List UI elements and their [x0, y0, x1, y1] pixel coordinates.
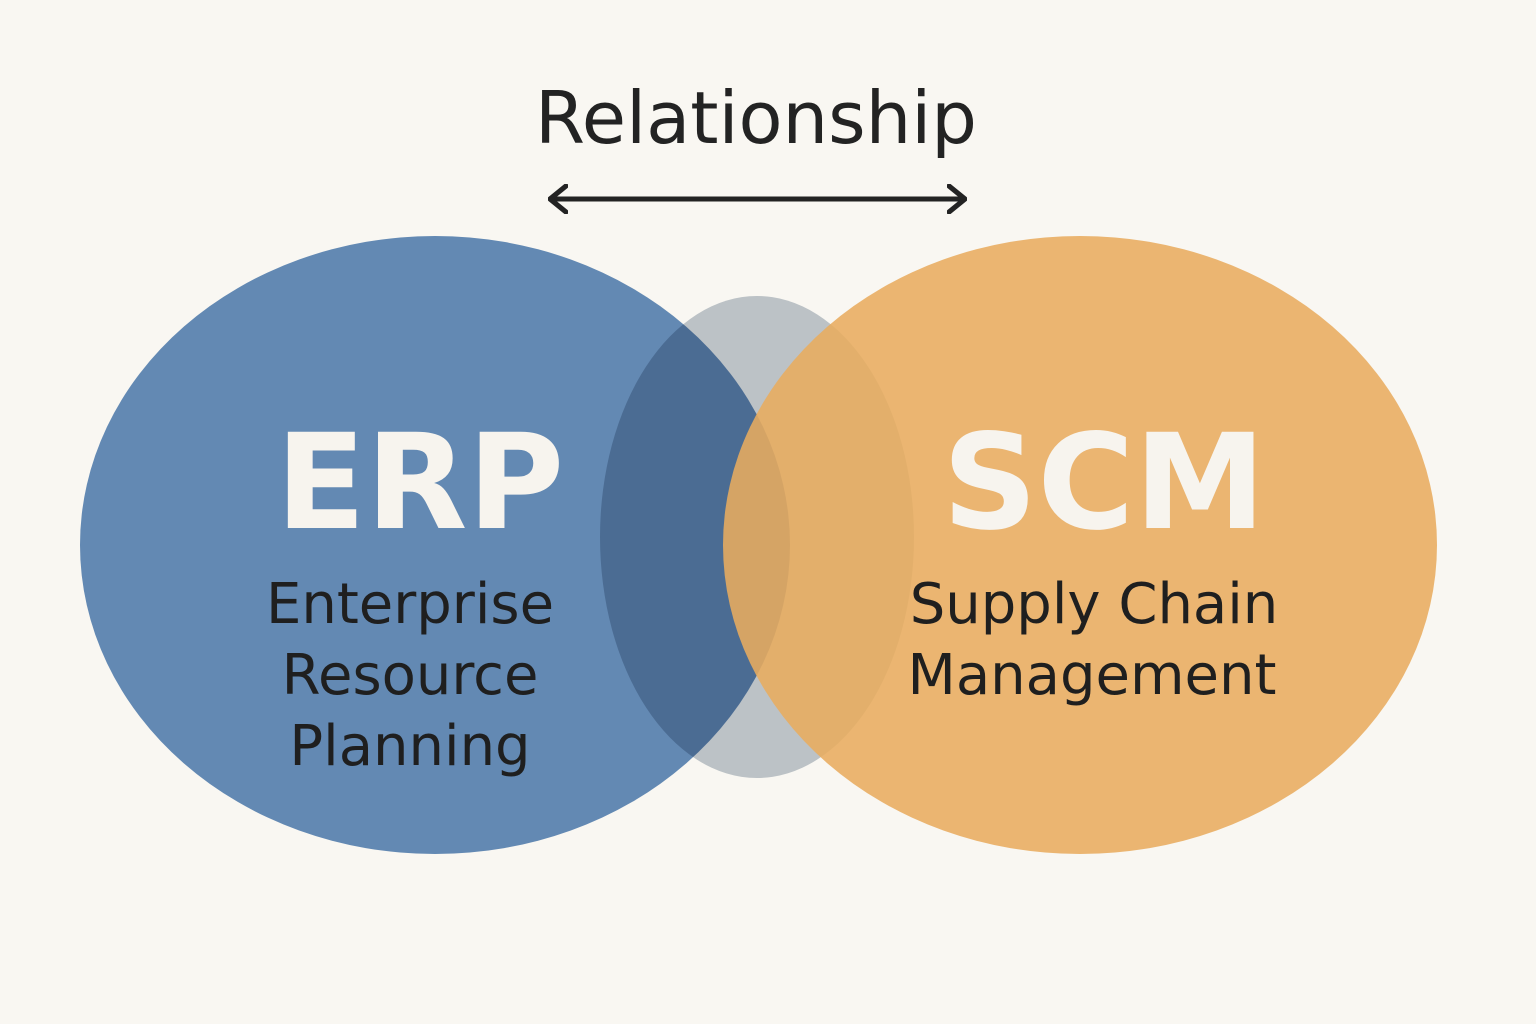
- erp-line-2: Resource: [282, 643, 539, 708]
- scm-circle: [723, 236, 1437, 854]
- erp-circle: [80, 236, 790, 854]
- erp-abbreviation: ERP: [276, 406, 565, 560]
- erp-line-1: Enterprise: [266, 572, 554, 637]
- scm-abbreviation: SCM: [942, 406, 1265, 560]
- relationship-title: Relationship: [535, 76, 977, 160]
- scm-line-1: Supply Chain: [910, 572, 1279, 637]
- scm-line-2: Management: [908, 643, 1277, 708]
- erp-line-3: Planning: [289, 714, 530, 779]
